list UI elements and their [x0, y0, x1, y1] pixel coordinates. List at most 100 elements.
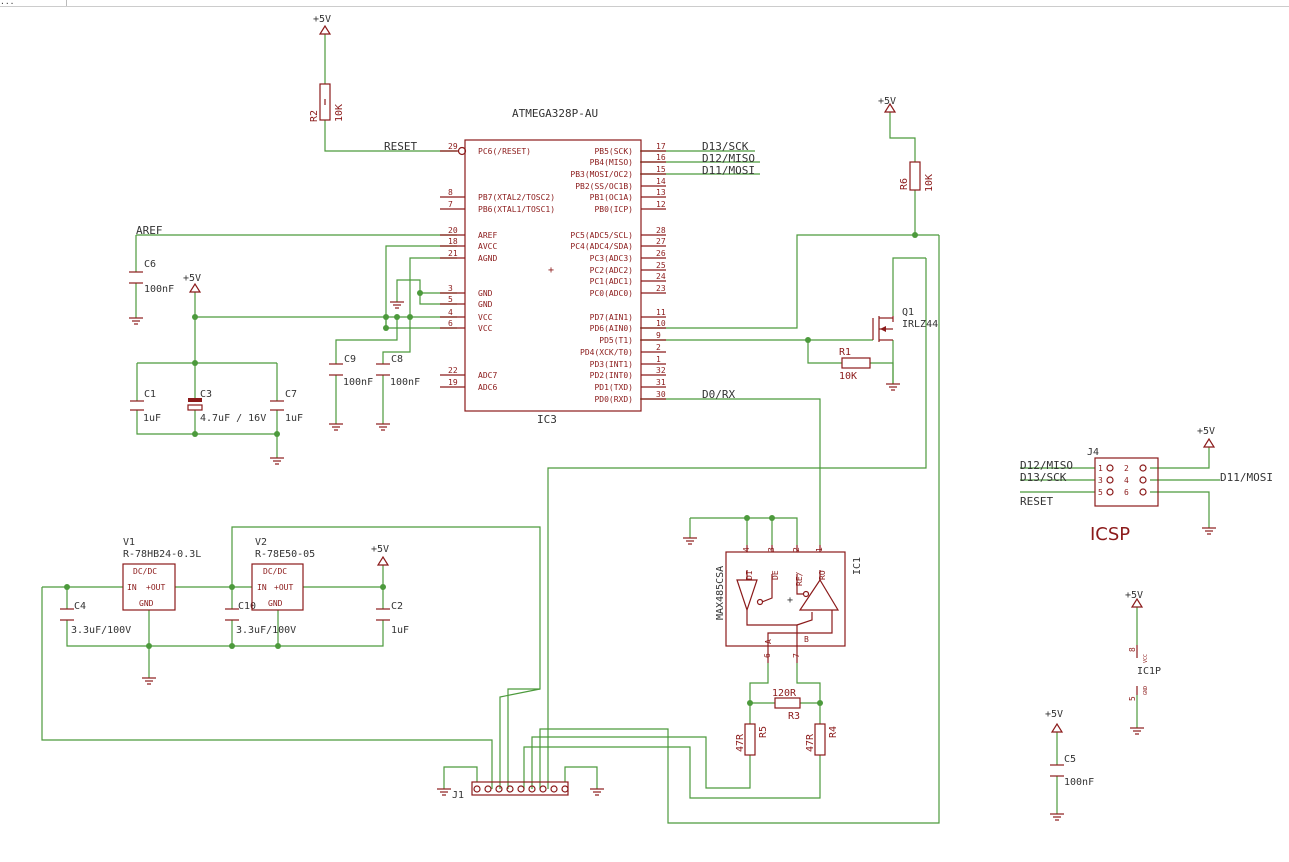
c8-name: C8	[391, 354, 403, 365]
supply-label: +5V	[371, 544, 389, 555]
resistor-r6[interactable]: R6 10K	[899, 161, 935, 192]
net-label-d0: D0/RX	[702, 388, 735, 401]
j1-name: J1	[452, 790, 464, 801]
j4-pin	[1106, 476, 1114, 484]
r1-name: R1	[839, 347, 851, 358]
v1-dcdc: DC/DC	[133, 567, 157, 576]
capacitor-c7[interactable]: C7 1uF	[270, 389, 303, 424]
resistor-r4[interactable]: 47R R4	[805, 723, 839, 756]
ic3-atmega328p[interactable]: ATMEGA328P-AU IC3 + 29PC6(/RESET)8PB7(XT…	[440, 107, 666, 426]
capacitor-c6[interactable]: C6 100nF	[129, 259, 174, 295]
ic1p-pin8: 8	[1128, 647, 1137, 652]
j1-pin	[561, 785, 569, 793]
resistor-r5[interactable]: 47R R5	[735, 723, 769, 756]
ic3-pin-label: PD0(RXD)	[594, 395, 633, 404]
ic3-pin-number: 21	[448, 249, 458, 258]
ground-icon	[1202, 527, 1216, 535]
junction-dot	[744, 515, 750, 521]
dcdc-v2[interactable]: V2 R-78E50-05 DC/DC IN +OUT GND	[251, 537, 315, 611]
ic3-pin-number: 14	[656, 177, 666, 186]
c1-value: 1uF	[143, 413, 161, 424]
capacitor-c3-electrolytic[interactable]: C3 4.7uF / 16V	[187, 389, 266, 424]
ic1-pinnum-re: 2	[792, 547, 801, 552]
capacitor-c1[interactable]: C1 1uF	[130, 389, 161, 424]
net-label-aref: AREF	[136, 224, 163, 237]
connector-j1[interactable]: J1	[452, 781, 569, 801]
junction-dot	[383, 314, 389, 320]
ic1-pin-re: RE/	[795, 571, 804, 586]
ic3-pin-number: 1	[656, 355, 661, 364]
capacitor-c10[interactable]: C10 3.3uF/100V	[225, 601, 296, 636]
resistor-r2[interactable]: R2 10K	[309, 83, 345, 122]
j4-title: ICSP	[1090, 524, 1130, 545]
ic1-pin-ro: RO	[818, 570, 827, 580]
ic1p-pin5: 5	[1128, 696, 1137, 701]
ic3-pin-number: 29	[448, 142, 458, 151]
resistor-r3[interactable]: 120R R3	[772, 688, 801, 722]
resistor-r1[interactable]: R1 10K	[839, 347, 871, 382]
capacitor-c8[interactable]: C8 100nF	[376, 354, 420, 388]
ic3-pin-label: PB7(XTAL2/TOSC2)	[478, 193, 555, 202]
v2-out: +OUT	[274, 583, 293, 592]
junction-dot	[192, 431, 198, 437]
r2-name: R2	[309, 110, 320, 122]
window-top-bar: ...	[0, 0, 1289, 7]
capacitor-c2[interactable]: C2 1uF	[376, 601, 409, 636]
ground-icon	[270, 457, 284, 465]
window-tab[interactable]: ...	[0, 0, 67, 6]
supply-label: +5V	[1197, 426, 1215, 437]
ground-icon	[329, 423, 343, 431]
c4-value: 3.3uF/100V	[71, 625, 131, 636]
capacitor-c9[interactable]: C9 100nF	[329, 354, 373, 388]
capacitor-c5[interactable]: C5 100nF	[1050, 754, 1094, 788]
ic1p-power[interactable]: IC1P 8 5 VCC GND	[1128, 645, 1161, 701]
icsp-net-d13: D13/SCK	[1020, 471, 1067, 484]
ic1-max485[interactable]: + MAX485CSA IC1 DI DE RE/ RO A B 4 3 2 1…	[715, 545, 863, 663]
ic3-pin-label: PC3(ADC3)	[590, 254, 633, 263]
supply-5v-icsp: +5V	[1197, 426, 1216, 448]
v2-name: V2	[255, 537, 267, 548]
capacitor-c4[interactable]: C4 3.3uF/100V	[60, 601, 131, 636]
net-label-d13: D13/SCK	[702, 140, 749, 153]
dcdc-v1[interactable]: V1 R-78HB24-0.3L DC/DC IN +OUT GND	[122, 537, 201, 611]
mosfet-q1[interactable]: Q1 IRLZ44	[872, 307, 938, 342]
j1-pin	[550, 785, 558, 793]
ic1-origin-mark: +	[787, 595, 793, 606]
junction-dot	[747, 700, 753, 706]
r4-name: R4	[828, 726, 839, 738]
